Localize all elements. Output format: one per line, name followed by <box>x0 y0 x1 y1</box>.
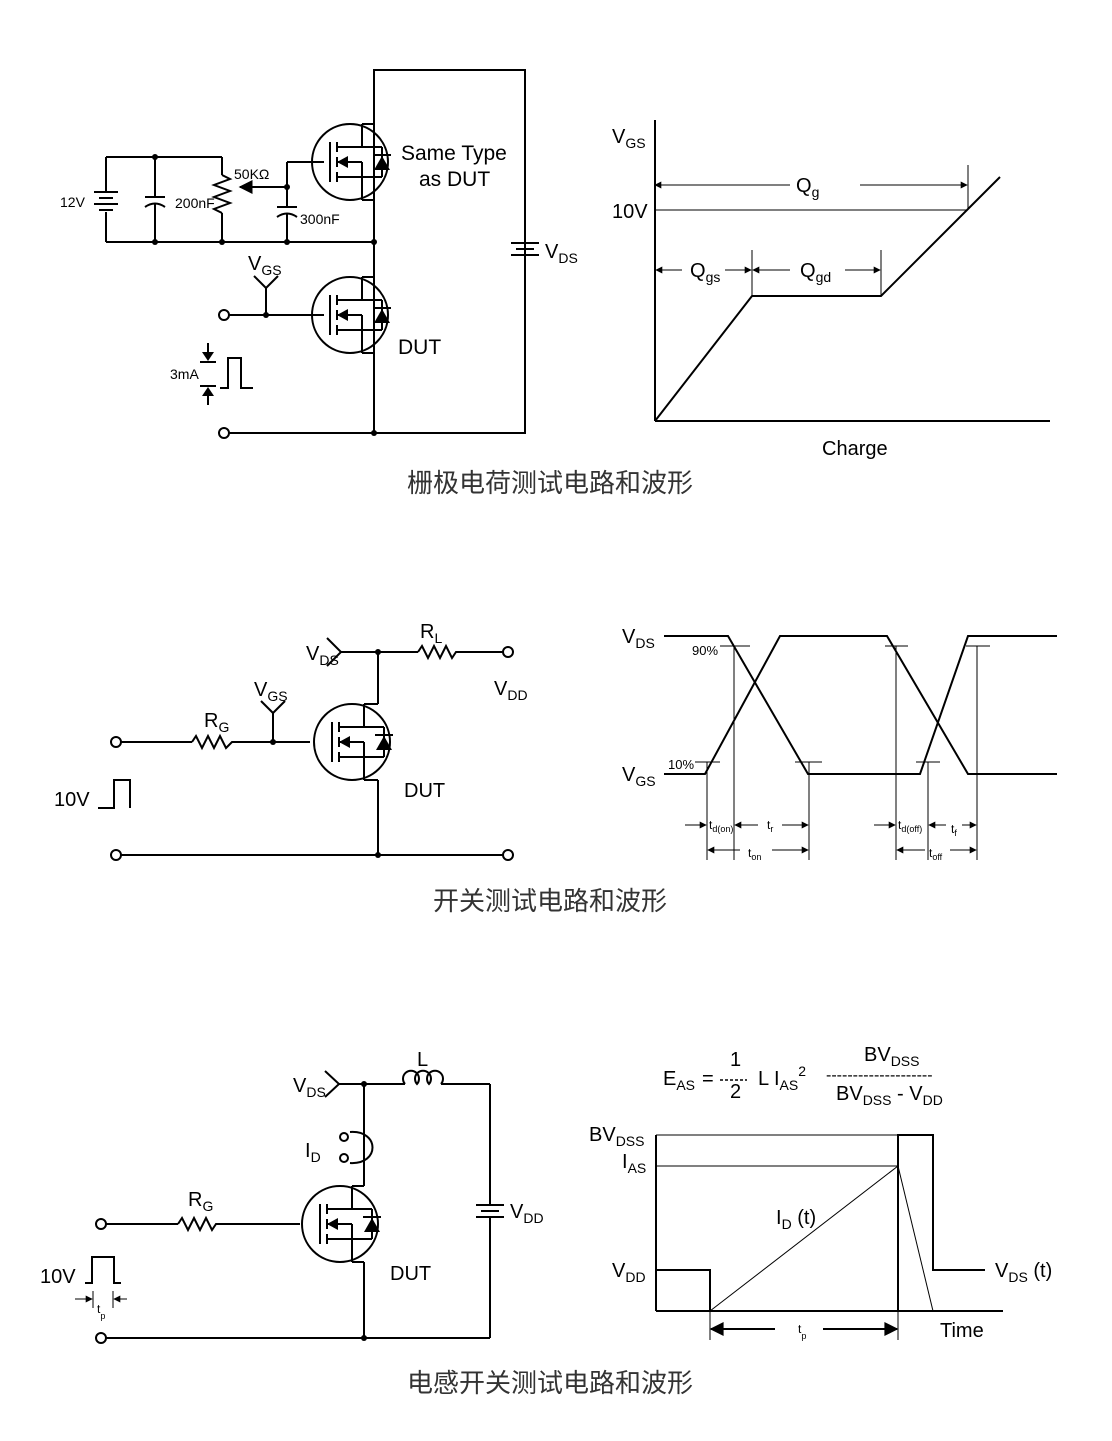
charge-label: Charge <box>822 438 888 460</box>
switching-waveform: VDS VGS 90% 10% td(on) tr ton td(off) tf… <box>622 626 1057 862</box>
inductive-caption: 电感开关测试电路和波形 <box>407 1369 693 1399</box>
ind-rg-label: RG <box>188 1189 213 1214</box>
switching-caption: 开关测试电路和波形 <box>433 887 667 917</box>
gate-charge-waveform: VGS 10V Qg Qgs Qgd Charge <box>612 120 1050 460</box>
frac-den: 2 <box>730 1081 741 1103</box>
tr-label: tr <box>767 818 773 834</box>
current-label: 3mA <box>170 366 199 382</box>
td-off-label: td(off) <box>898 818 922 834</box>
inductive-dut-mosfet <box>301 1185 382 1263</box>
time-label: Time <box>940 1320 984 1342</box>
vds-label: VDS <box>545 241 578 266</box>
wave-vgs-label: VGS <box>612 126 646 151</box>
wave-vdd-label: VDD <box>612 1260 646 1285</box>
sw-rg-label: RG <box>204 710 229 735</box>
eq-l: L IAS2 <box>758 1063 806 1093</box>
sw-wave-vgs-label: VGS <box>622 764 656 789</box>
sw-pulse-label: 10V <box>54 789 90 811</box>
gate-charge-caption: 栅极电荷测试电路和波形 <box>407 469 693 499</box>
toff-label: toff <box>929 846 943 862</box>
cap2-label: 300nF <box>300 211 340 227</box>
eq-bv-num: BVDSS <box>864 1044 919 1069</box>
eq-bv-den: BVDSS - VDD <box>836 1083 943 1108</box>
p10-label: 10% <box>668 757 694 772</box>
sw-vds-label: VDS <box>306 643 339 668</box>
switching-circuit: VDS RL VDD VGS RG DUT 10V <box>54 621 528 861</box>
ind-vdd-label: VDD <box>510 1201 544 1226</box>
eas-equals: = <box>702 1068 714 1090</box>
qgs-label: Qgs <box>690 260 720 285</box>
switching-dut-mosfet <box>313 703 394 781</box>
eas-equation: EAS = 1 2 L IAS2 BVDSS -----------------… <box>663 1044 943 1108</box>
battery-label: 12V <box>60 194 86 210</box>
inductive-waveform: BVDSS IAS VDD ID (t) VDS (t) tp Time <box>589 1124 1052 1342</box>
sw-vdd-label: VDD <box>494 678 528 703</box>
qg-label: Qg <box>796 175 819 200</box>
ias-label: IAS <box>622 1151 646 1176</box>
id-label: ID <box>305 1140 321 1165</box>
eq-dashes: -------------------- <box>826 1067 933 1084</box>
cap1-label: 200nF <box>175 195 215 211</box>
idt-label: ID (t) <box>776 1207 816 1232</box>
vgs-label: VGS <box>248 253 282 278</box>
eas-label: EAS <box>663 1068 695 1093</box>
ind-pulse-label: 10V <box>40 1266 76 1288</box>
same-type-label-1: Same Type <box>401 142 507 165</box>
sw-wave-vds-label: VDS <box>622 626 655 651</box>
td-on-label: td(on) <box>709 818 733 834</box>
wave-tp-label: tp <box>798 1322 806 1341</box>
ton-label: ton <box>748 846 761 862</box>
sw-vgs-label: VGS <box>254 679 288 704</box>
vdst-label: VDS (t) <box>995 1260 1052 1285</box>
sw-dut-label: DUT <box>404 780 445 802</box>
ind-dut-label: DUT <box>390 1263 431 1285</box>
bvdss-label: BVDSS <box>589 1124 644 1149</box>
ind-tp-label: tp <box>97 1302 105 1321</box>
p90-label: 90% <box>692 643 718 658</box>
dut-label: DUT <box>398 336 441 359</box>
same-type-label-2: as DUT <box>419 168 490 191</box>
gate-charge-circuit: 12V 200nF 50KΩ 300nF Same Type as DUT DU… <box>60 69 578 439</box>
frac-num: 1 <box>730 1049 741 1071</box>
qgd-label: Qgd <box>800 260 831 285</box>
l-label: L <box>417 1049 428 1071</box>
pot-label: 50KΩ <box>234 166 269 182</box>
rl-label: RL <box>420 621 442 646</box>
inductive-circuit: VDS L ID VDD RG DUT 10V tp <box>40 1049 544 1344</box>
level-10v-label: 10V <box>612 201 648 223</box>
ind-vds-label: VDS <box>293 1075 326 1100</box>
tf-label: tf <box>951 822 957 838</box>
